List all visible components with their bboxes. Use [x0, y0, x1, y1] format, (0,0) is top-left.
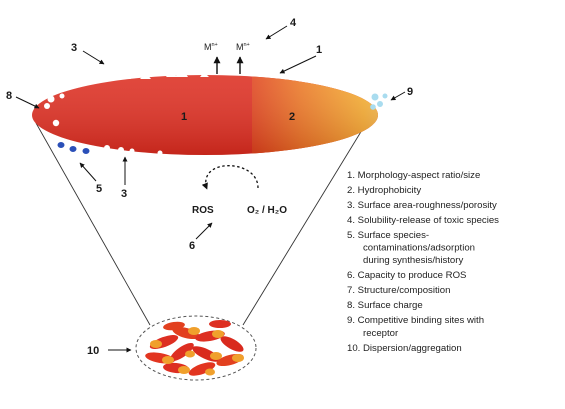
svg-text:Mn+: Mn+	[204, 42, 218, 52]
callout-3a: 3	[71, 42, 77, 54]
callout-3b: 3	[121, 188, 127, 200]
legend-item-2: 2. Hydrophobicity	[347, 185, 421, 196]
ion-charge-1: n+	[212, 42, 218, 48]
legend-item-1: 1. Morphology-aspect ratio/size	[347, 170, 480, 181]
region-label-2: 2	[289, 111, 295, 123]
callout-8: 8	[6, 90, 12, 102]
legend-item-5-line-2: contaminations/adsorption	[363, 243, 475, 254]
callout-arrows	[15, 25, 406, 353]
callout-6: 6	[189, 240, 195, 252]
legend-item-5: 5. Surface species-	[347, 230, 429, 241]
legend-item-3: 3. Surface area-roughness/porosity	[347, 200, 497, 211]
legend-item-7: 7. Structure/composition	[347, 285, 450, 296]
callout-9: 9	[407, 86, 413, 98]
legend-item-9: 9. Competitive binding sites with	[347, 315, 484, 326]
region-label-1: 1	[181, 111, 187, 123]
legend-item-5-line-3: during synthesis/history	[363, 255, 463, 266]
surface-roughness	[44, 66, 209, 127]
callout-1: 1	[316, 44, 322, 56]
binding-sites	[370, 93, 388, 110]
nanoparticle	[32, 66, 378, 156]
cone-line-right	[242, 111, 374, 326]
legend-item-4: 4. Solubility-release of toxic species	[347, 215, 499, 226]
cone-line-left	[35, 122, 151, 326]
svg-text:Mn+: Mn+	[236, 42, 250, 52]
ion-symbol-1: M	[204, 42, 212, 52]
legend-item-8: 8. Surface charge	[347, 300, 423, 311]
adsorbed-species	[57, 142, 90, 154]
property-legend: 1. Morphology-aspect ratio/size 2. Hydrop…	[347, 170, 499, 354]
aggregate-cluster	[135, 315, 257, 381]
oxygen-water-label: O₂ / H₂O	[247, 205, 287, 216]
ros-production: ROS O₂ / H₂O	[192, 165, 287, 216]
bottom-pores	[104, 145, 163, 156]
callout-4: 4	[290, 17, 297, 29]
ion-symbol-2: M	[236, 42, 244, 52]
legend-item-9-line-2: receptor	[363, 328, 399, 339]
ros-label: ROS	[192, 205, 214, 216]
legend-item-6: 6. Capacity to produce ROS	[347, 270, 466, 281]
callout-5: 5	[96, 183, 102, 195]
cluster-particles	[145, 320, 244, 376]
callout-10: 10	[87, 345, 99, 357]
ion-charge-2: n+	[244, 42, 250, 48]
legend-item-10: 10. Dispersion/aggregation	[347, 343, 462, 354]
ion-release: Mn+ Mn+	[204, 42, 250, 74]
